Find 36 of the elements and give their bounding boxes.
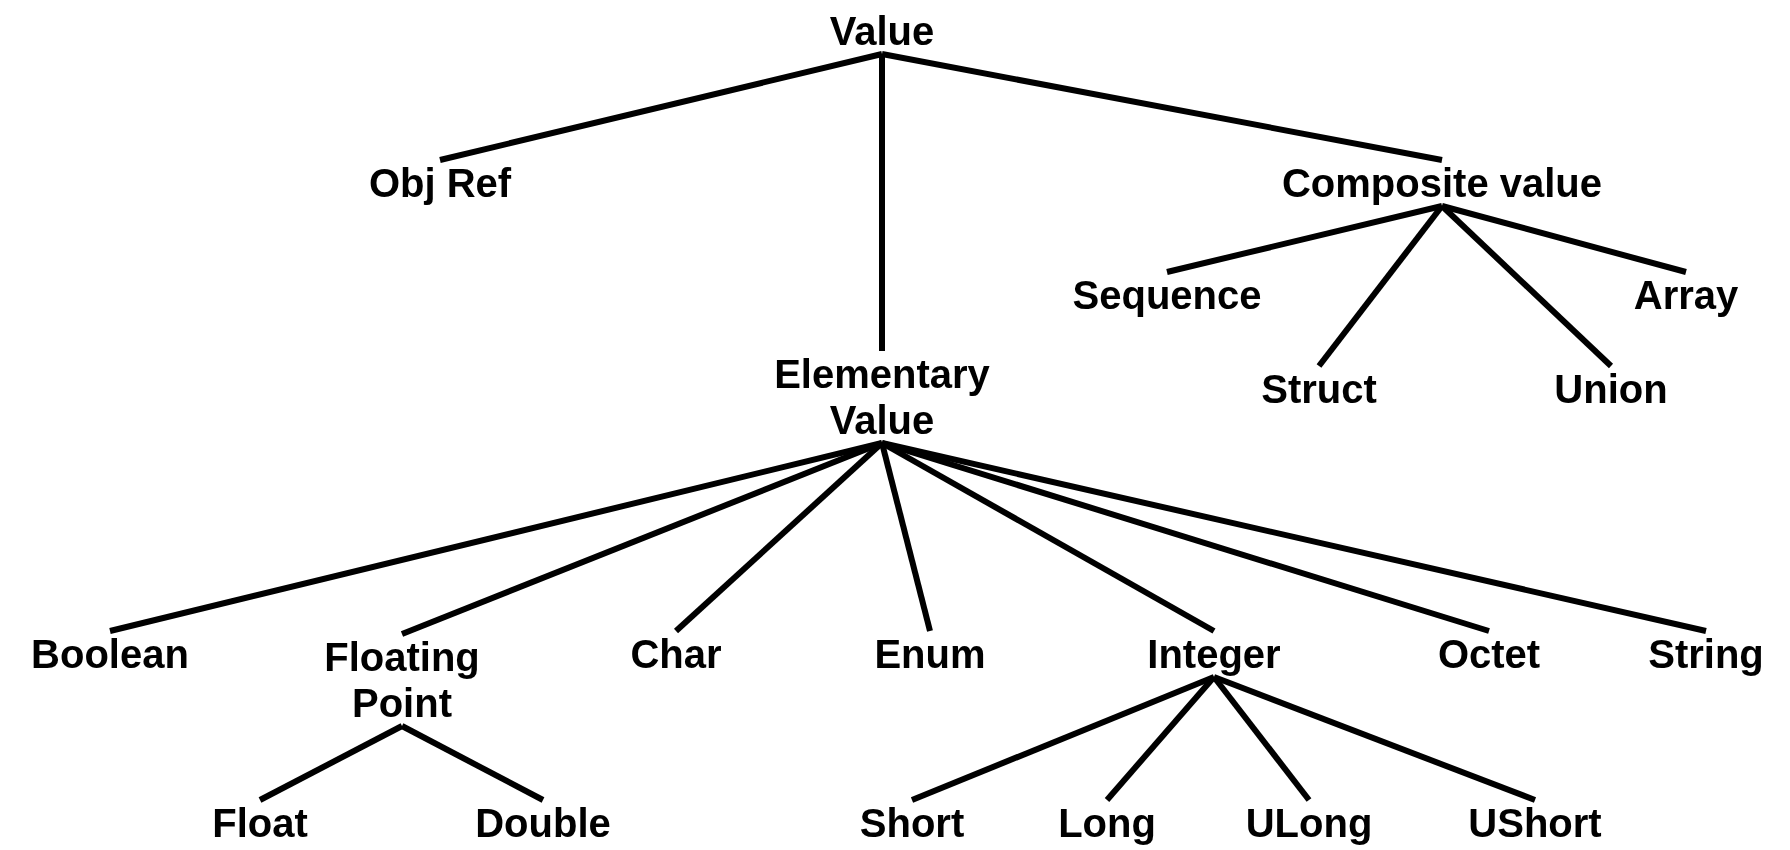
node-label: Short (859, 800, 965, 846)
node-label: Union (1554, 366, 1668, 412)
node-label: Double (475, 800, 611, 846)
tree-line (109, 440, 883, 634)
tree-line (439, 51, 883, 163)
node-label: Boolean (31, 631, 189, 677)
tree-line (881, 51, 1443, 163)
tree-line (1104, 675, 1217, 802)
node-label: Floating Point (287, 634, 517, 726)
tree-line (1166, 203, 1443, 275)
node-label: Elementary Value (732, 351, 1032, 443)
node-label: Struct (1261, 366, 1377, 412)
node-label: UShort (1468, 800, 1602, 846)
node-label: Char (630, 631, 722, 677)
tree-line (1441, 203, 1687, 275)
tree-line (1212, 674, 1537, 803)
node-label: Octet (1437, 631, 1541, 677)
tree-line (910, 674, 1216, 803)
tree-line (258, 723, 404, 803)
tree-line (881, 440, 1707, 634)
node-label: Integer (1147, 631, 1281, 677)
node-label: Value (829, 8, 935, 54)
node-label: String (1648, 631, 1764, 677)
tree-line (1316, 204, 1445, 368)
tree-line (400, 440, 884, 637)
node-label: Obj Ref (368, 160, 512, 206)
node-label: Float (212, 800, 308, 846)
node-label: Sequence (1072, 272, 1262, 318)
tree-line (1211, 675, 1312, 802)
node-label: Array (1633, 272, 1739, 318)
node-label: Composite value (1281, 160, 1603, 206)
tree-line (879, 54, 885, 351)
node-label: ULong (1245, 800, 1373, 846)
node-label: Enum (874, 631, 986, 677)
tree-line (400, 723, 545, 803)
node-label: Long (1058, 800, 1156, 846)
